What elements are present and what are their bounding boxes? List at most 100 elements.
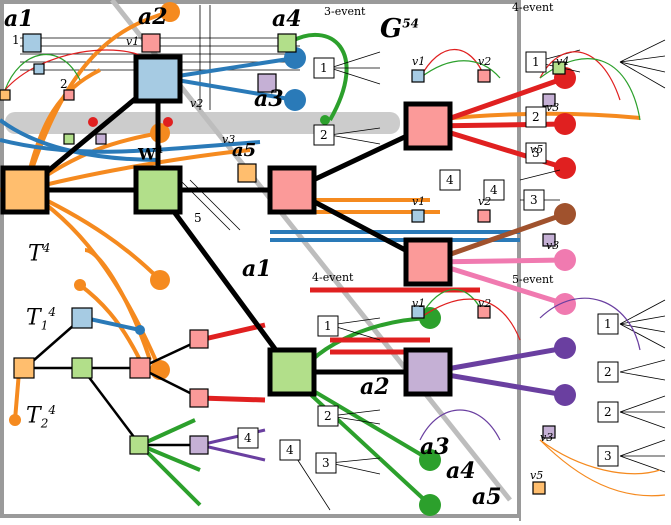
event-label-1: 3-event (324, 5, 366, 18)
blue-edges (0, 56, 520, 332)
subtree2-label: T24 (26, 403, 56, 431)
node-v4-top (552, 61, 566, 75)
node-pink-mini (63, 89, 75, 101)
node-v3-mid (542, 233, 556, 247)
v5-low-label: v5 (530, 469, 544, 482)
box-number-3-b: 3 (530, 193, 538, 207)
node-a1 (22, 33, 42, 53)
v2-low-label: v2 (478, 297, 492, 310)
node-purple-lower (403, 347, 453, 397)
box-number-2-e: 2 (604, 405, 612, 419)
v1-low-label: v1 (412, 297, 426, 310)
v2-top-label: v2 (478, 55, 492, 68)
node-v1-top (411, 69, 425, 83)
node-v2-mid (477, 209, 491, 223)
graph-title: G54 (380, 14, 419, 44)
node-v3-low (542, 425, 556, 439)
node-tree-green-lower (129, 435, 149, 455)
node-green-lower (267, 347, 317, 397)
node-a5 (237, 163, 257, 183)
node-green-main (133, 165, 183, 215)
box-number-4-b: 4 (490, 183, 498, 197)
event-label-3: 4-event (312, 271, 354, 284)
node-a3 (257, 73, 277, 93)
node-v3-top (542, 93, 556, 107)
v1-mid-label: v1 (412, 195, 426, 208)
v3-mid-label: v3 (546, 239, 560, 252)
node-pink-center (267, 165, 317, 215)
node-tree-pink-upper (189, 329, 209, 349)
node-a2 (141, 33, 161, 53)
node-blue-mini (33, 63, 45, 75)
box-number-1-b: 1 (532, 55, 540, 69)
pink-endpoint-right (554, 249, 576, 271)
box-number-4-a: 4 (446, 173, 454, 187)
node-a4 (277, 33, 297, 53)
label-a5-low: a5 (472, 484, 502, 510)
node-blue-main (133, 54, 183, 104)
event-label-2: 4-event (512, 1, 554, 14)
subtree1-label: T14 (26, 305, 56, 333)
box-number-1-d: 1 (604, 317, 612, 331)
pink-endpoint-diagonal (554, 293, 576, 315)
label-a4-low: a4 (446, 458, 476, 484)
label-a2-top: a2 (138, 4, 168, 30)
purple-endpoint-lower (554, 384, 576, 406)
box-number-2-f: 2 (60, 77, 68, 91)
box-number-2-c: 2 (324, 409, 332, 423)
green-edges (138, 32, 432, 507)
label-a1: a1 (4, 6, 34, 32)
v2-mid-label: v2 (478, 195, 492, 208)
node-tree-root (13, 357, 35, 379)
label-a2-mid: a2 (360, 374, 390, 400)
v2-left-label: v2 (190, 97, 204, 110)
box-number-3-a: 3 (532, 146, 540, 160)
node-tree-green (71, 357, 93, 379)
node-v5-low (532, 481, 546, 495)
node-v2-top (477, 69, 491, 83)
v3-left-label: v3 (222, 133, 236, 146)
box-number-2-d: 2 (604, 365, 612, 379)
gray-band (5, 112, 400, 134)
small-nodes (0, 33, 566, 495)
node-v1-low (411, 305, 425, 319)
node-tree-blue (71, 307, 93, 329)
v3-low-label: v3 (540, 431, 554, 444)
node-pink-lower (403, 237, 453, 287)
node-v2-low (477, 305, 491, 319)
node-green-mini (63, 133, 75, 145)
node-tree-purple (189, 435, 209, 455)
box-number-5-a: 5 (194, 211, 202, 225)
node-tree-pink-lower (189, 388, 209, 408)
v1-left-label: v1 (126, 35, 140, 48)
v5-top-label: v5 (530, 143, 544, 156)
purple-endpoint-upper (554, 337, 576, 359)
label-a3-low: a3 (420, 434, 450, 460)
box-number-4-d: 4 (244, 431, 252, 445)
box-number-1-e: 1 (12, 33, 20, 47)
node-tree-pink (129, 357, 151, 379)
tree-label: T4 (28, 241, 51, 267)
node-orange-root (0, 165, 50, 215)
node-v1-mid (411, 209, 425, 223)
label-a5-top: a5 (232, 140, 257, 161)
v4-top-label: v4 (556, 55, 570, 68)
node-purple-mini (95, 133, 107, 145)
box-number-1-c: 1 (324, 319, 332, 333)
big-nodes (0, 54, 453, 397)
v1-top-label: v1 (412, 55, 426, 68)
numbered-boxes (237, 51, 619, 474)
node-left-mini (0, 89, 11, 101)
label-a4-top: a4 (272, 6, 302, 32)
right-arcs (4, 49, 666, 497)
event-label-4: 5-event (512, 273, 554, 286)
box-number-4-c: 4 (286, 443, 294, 457)
box-number-3-c: 3 (322, 456, 330, 470)
label-a1-mid: a1 (242, 256, 272, 282)
box-number-2-a: 2 (320, 128, 328, 142)
v3-top-label: v3 (546, 101, 560, 114)
w-label: W4 (138, 144, 163, 164)
box-number-3-d: 3 (604, 449, 612, 463)
